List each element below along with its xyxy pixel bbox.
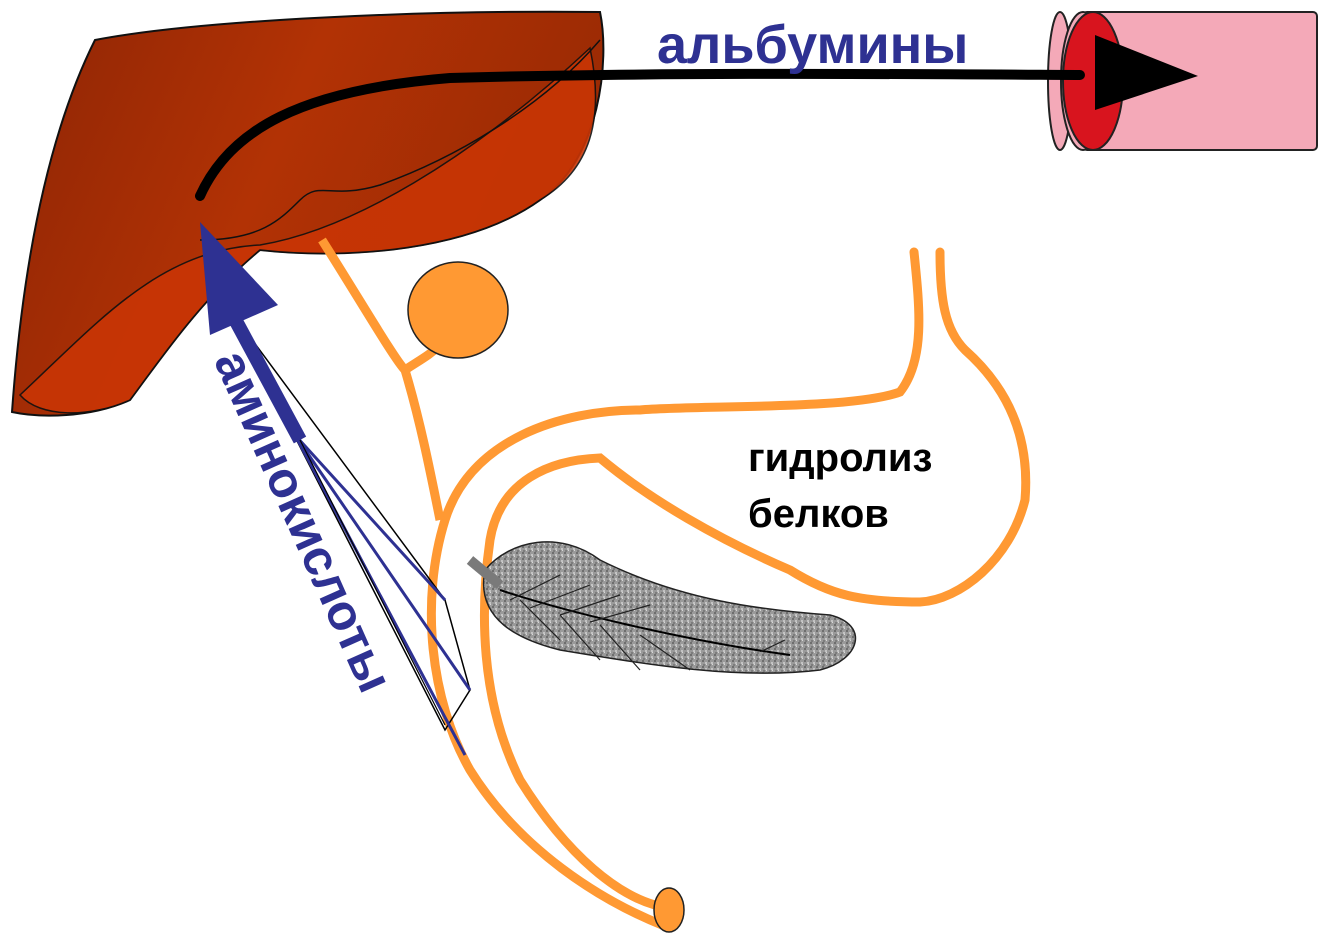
gallbladder-icon: [322, 240, 508, 520]
pancreas-icon: [470, 542, 855, 673]
albumins-label: альбумины: [657, 18, 968, 72]
protein-hydrolysis-label: гидролиз белков: [748, 430, 932, 542]
hydrolysis-line-1: гидролиз: [748, 430, 932, 486]
hydrolysis-line-2: белков: [748, 486, 932, 542]
